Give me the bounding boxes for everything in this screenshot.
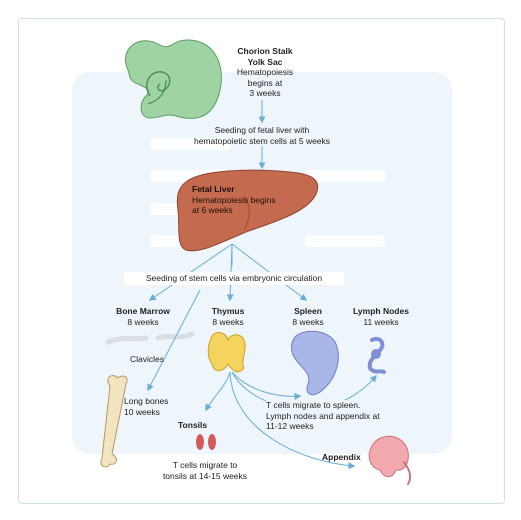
placeholder-strip xyxy=(305,170,385,182)
bone-marrow-label: Bone Marrow 8 weeks xyxy=(110,306,176,327)
tonsils-description: T cells migrate to tonsils at 14-15 week… xyxy=(150,460,260,481)
seeding-circulation-label: Seeding of stem cells via embryonic circ… xyxy=(124,272,344,285)
spleen-illustration xyxy=(291,330,339,396)
liver-illustration xyxy=(176,169,319,252)
fetal-liver-line2: at 6 weeks xyxy=(192,205,233,215)
spleen-label: Spleen 8 weeks xyxy=(280,306,336,327)
appendix-title: Appendix xyxy=(322,452,361,462)
yolk-sac-illustration xyxy=(125,39,222,119)
placeholder-strip xyxy=(150,138,230,150)
tonsils-line2: tonsils at 14-15 weeks xyxy=(162,470,248,481)
spleen-title: Spleen xyxy=(294,306,322,316)
yolk-sac-title-line1: Chorion Stalk xyxy=(237,46,293,56)
clavicles-label: Clavicles xyxy=(130,354,190,365)
arrow-thymus-to-spleen xyxy=(231,371,302,400)
seeding-liver-line1: Seeding of fetal liver with xyxy=(214,125,310,135)
lymph-nodes-title: Lymph Nodes xyxy=(353,306,409,316)
thymus-weeks: 8 weeks xyxy=(212,316,244,327)
yolk-sac-title-line2: Yolk Sac xyxy=(247,56,283,67)
long-bones-label: Long bones 10 weeks xyxy=(124,396,194,417)
appendix-illustration xyxy=(368,435,412,485)
t-cell-line2: Lymph nodes and appendix at xyxy=(266,410,380,421)
yolk-sac-text-line1: Hematopoiesis xyxy=(236,67,294,77)
arrow-thymus-to-appendix xyxy=(229,371,356,470)
long-bones-line1: Long bones xyxy=(124,396,169,406)
arrow-thymus-to-tonsils xyxy=(205,371,231,412)
yolk-sac-label: Chorion Stalk Yolk Sac Hematopoiesis beg… xyxy=(226,46,304,99)
clavicles-text: Clavicles xyxy=(130,354,165,364)
clavicle-illustration xyxy=(105,331,195,345)
placeholder-strip xyxy=(305,235,385,247)
tonsils-title-label: Tonsils xyxy=(178,420,238,431)
seeding-liver-label: Seeding of fetal liver with hematopoieti… xyxy=(178,125,346,146)
thymus-title: Thymus xyxy=(211,306,245,316)
tonsils-line1: T cells migrate to xyxy=(172,460,238,470)
long-bone-illustration xyxy=(100,375,128,468)
background-panel xyxy=(72,72,452,454)
lymph-nodes-label: Lymph Nodes 11 weeks xyxy=(346,306,416,327)
seeding-liver-line2: hematopoietic stem cells at 5 weeks xyxy=(193,135,331,146)
thymus-label: Thymus 8 weeks xyxy=(200,306,256,327)
tonsil-illustration xyxy=(196,434,216,450)
bone-marrow-weeks: 8 weeks xyxy=(127,316,159,327)
tonsils-title: Tonsils xyxy=(178,420,208,430)
t-cell-line1: T cells migrate to spleen. xyxy=(266,400,361,410)
thymus-illustration xyxy=(207,332,246,373)
lymph-node-illustration xyxy=(367,337,386,374)
seeding-circulation-text: Seeding of stem cells via embryonic circ… xyxy=(145,273,323,283)
t-cell-migration-label: T cells migrate to spleen. Lymph nodes a… xyxy=(266,400,396,432)
fetal-liver-label: Fetal Liver Hematopoiesis begins at 6 we… xyxy=(192,184,302,216)
lymph-nodes-weeks: 11 weeks xyxy=(363,316,399,327)
t-cell-line3: 11-12 weeks xyxy=(266,421,314,431)
long-bones-line2: 10 weeks xyxy=(124,406,160,417)
appendix-label: Appendix xyxy=(322,452,372,463)
yolk-sac-text-line2: begins at xyxy=(247,77,283,88)
fetal-liver-title: Fetal Liver xyxy=(192,184,235,194)
fetal-liver-line1: Hematopoiesis begins xyxy=(192,194,276,205)
bone-marrow-title: Bone Marrow xyxy=(116,306,170,316)
yolk-sac-text-line3: 3 weeks xyxy=(249,88,281,98)
spleen-weeks: 8 weeks xyxy=(292,316,324,327)
arrow-to-long-bones xyxy=(147,289,201,392)
